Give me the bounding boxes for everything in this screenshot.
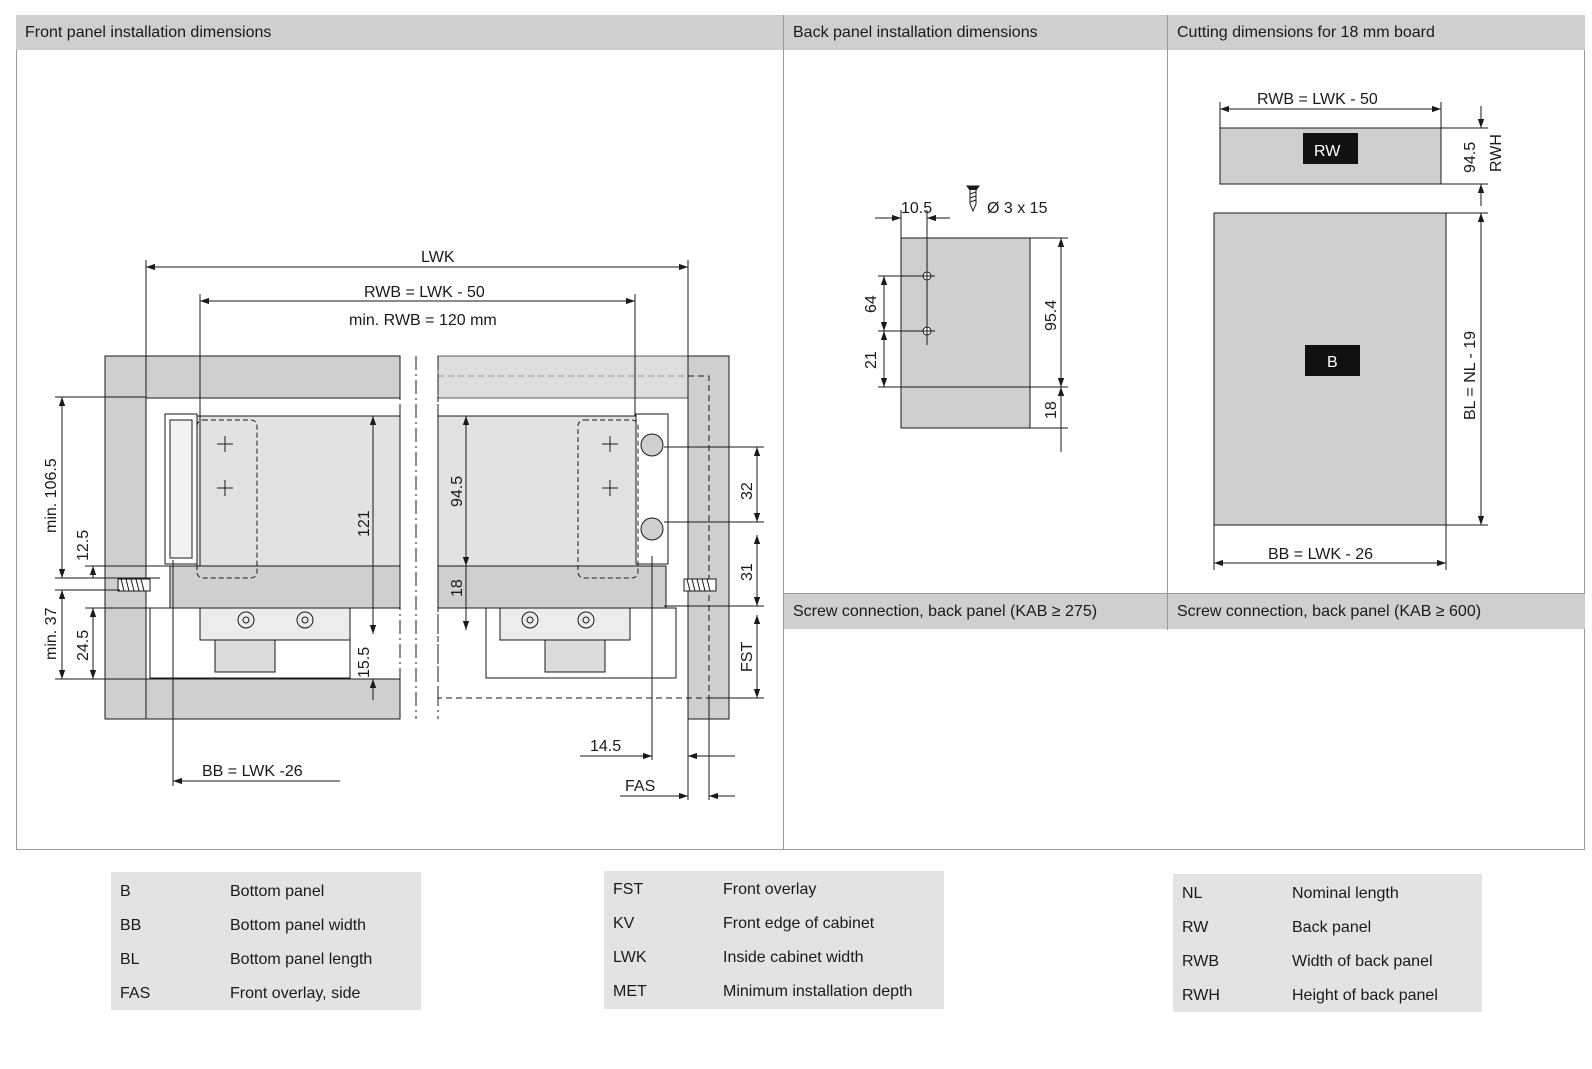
label-15-5: 15.5 [356, 647, 373, 678]
bottom-rail-left [145, 678, 401, 720]
label-b: B [1327, 354, 1338, 371]
rw-tag [1303, 133, 1358, 164]
screw-icon [966, 185, 980, 213]
back-panel-left [196, 415, 401, 567]
bottom-panel-right [437, 565, 667, 609]
label-cut-rwb: RWB = LWK - 50 [1257, 91, 1378, 108]
left-cabinet-side [104, 355, 147, 720]
label-121: 121 [356, 510, 373, 537]
bottom-panel-section [900, 386, 1031, 429]
label-min37: min. 37 [43, 607, 60, 660]
label-14-5: 14.5 [590, 738, 621, 755]
label-bl: BL = NL - 19 [1462, 331, 1479, 420]
back-panel-header: Back panel installation dimensions [784, 15, 1168, 50]
cutting-header: Cutting dimensions for 18 mm board [1168, 15, 1585, 50]
b-tag [1305, 345, 1360, 376]
label-min-rwb: min. RWB = 120 mm [349, 312, 497, 329]
label-rw: RW [1314, 143, 1341, 160]
divider-back-cutting [1167, 15, 1168, 630]
bottom-panel-left [169, 565, 401, 609]
front-panel-drawing [55, 260, 764, 800]
back-panel-upper [900, 237, 1031, 388]
label-fst: FST [739, 642, 756, 672]
label-10-5: 10.5 [901, 200, 932, 217]
label-24-5: 24.5 [75, 630, 92, 661]
label-rwb: RWB = LWK - 50 [364, 284, 485, 301]
screw-600-header: Screw connection, back panel (KAB ≥ 600) [1168, 594, 1585, 629]
screw-left [117, 578, 151, 592]
label-screw-size: Ø 3 x 15 [987, 200, 1048, 217]
label-fas: FAS [625, 778, 655, 795]
label-min106: min. 106.5 [43, 458, 60, 533]
label-rwh: RWH [1488, 134, 1505, 172]
back-panel-drawing [875, 185, 1068, 452]
label-lwk: LWK [421, 249, 455, 266]
label-18: 18 [449, 579, 466, 597]
top-rail-left [145, 355, 401, 399]
screw-275-header: Screw connection, back panel (KAB ≥ 275) [784, 594, 1168, 629]
label-bb: BB = LWK -26 [202, 763, 303, 780]
cutting-drawing [1213, 102, 1488, 570]
label-cut-bb: BB = LWK - 26 [1268, 546, 1373, 563]
label-95-4: 95.4 [1043, 300, 1060, 331]
screw-right [683, 578, 717, 592]
label-94-5: 94.5 [449, 476, 466, 507]
label-18-back: 18 [1043, 401, 1060, 419]
label-21: 21 [863, 351, 880, 369]
label-64: 64 [863, 295, 880, 313]
label-31: 31 [739, 563, 756, 581]
label-12-5: 12.5 [75, 530, 92, 561]
back-panel-right [437, 415, 639, 567]
front-panel-header: Front panel installation dimensions [16, 15, 784, 50]
divider-screw-row [784, 593, 1585, 594]
top-rail-right [437, 355, 689, 399]
label-cut-94-5: 94.5 [1462, 142, 1479, 173]
divider-front-back [783, 15, 784, 850]
label-32: 32 [739, 482, 756, 500]
